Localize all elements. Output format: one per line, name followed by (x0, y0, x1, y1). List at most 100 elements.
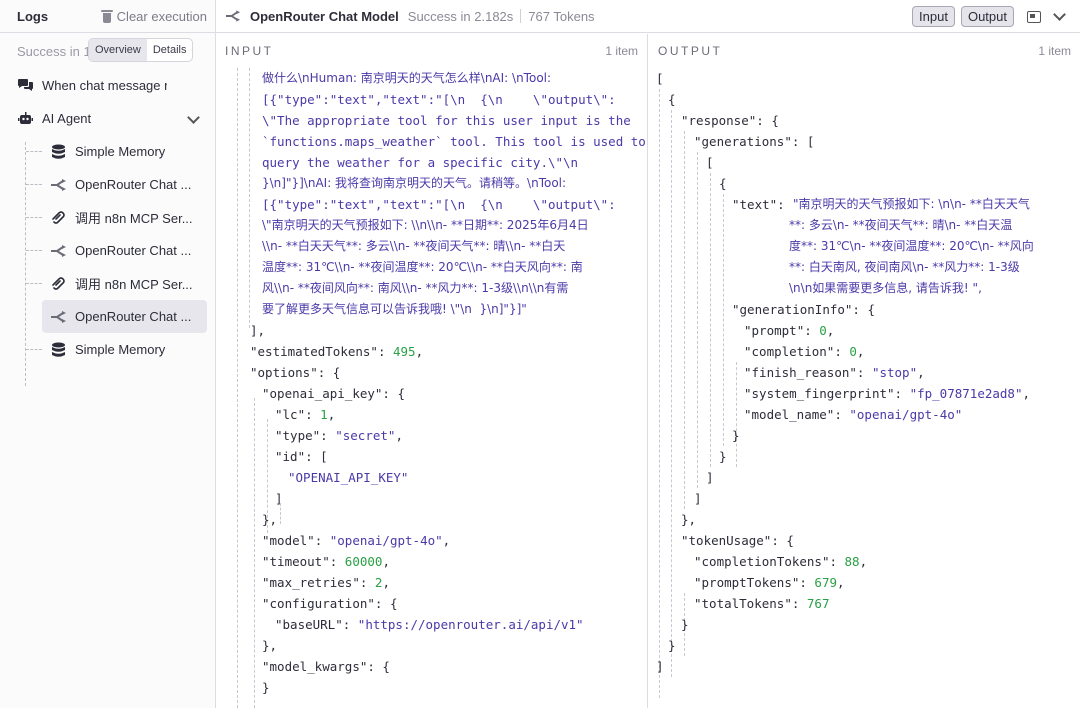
openrouter-icon (225, 8, 241, 24)
clear-execution-button[interactable]: Clear execution (100, 8, 207, 24)
open-panel-icon[interactable] (1027, 10, 1041, 23)
input-toggle-button[interactable]: Input (912, 6, 955, 27)
tree-item-chat-trigger[interactable]: When chat message rec... (0, 69, 215, 102)
json-row-finish-reason: "finish_reason": "stop", (744, 365, 925, 380)
json-number: 495 (393, 344, 416, 359)
tree-item-simple-memory[interactable]: Simple Memory (0, 135, 215, 168)
json-string: openai/gpt-4o (337, 533, 436, 548)
indent-guide (254, 398, 255, 708)
json-row-id: "id": [ (275, 449, 328, 464)
json-bracket: } (732, 428, 740, 443)
tree-branch (26, 283, 42, 284)
json-key: type (282, 428, 313, 443)
node-title: OpenRouter Chat Model (250, 8, 399, 24)
json-string-line: `functions.maps_weather` tool. This tool… (262, 134, 646, 149)
json-string-line: 温度**: 31℃\\n- **夜间温度**: 20℃\\n- **白天风向**… (262, 260, 583, 274)
json-number: 0 (819, 323, 827, 338)
tree-item-label: 调用 n8n MCP Ser... (75, 211, 193, 226)
json-row-model-kwargs: "model_kwargs": { (262, 659, 390, 674)
json-key: completionTokens (701, 554, 822, 569)
json-bracket: }, (681, 512, 697, 527)
json-row-options: "options": { (250, 365, 341, 380)
json-row-baseurl: "baseURL": "https://openrouter.ai/api/v1… (275, 617, 584, 632)
input-panel-title: INPUT (225, 44, 274, 58)
token-count: 767 Tokens (528, 8, 595, 24)
tree-item-mcp-1[interactable]: 调用 n8n MCP Ser... (0, 201, 215, 234)
json-string-line: **: 多云\n- **夜间天气**: 晴\n- **白天温 (789, 218, 1013, 232)
input-json-view[interactable]: 做什么\nHuman: 南京明天的天气怎么样\nAI: \nTool: [{"t… (216, 68, 647, 708)
json-key: timeout (269, 554, 323, 569)
json-key: options (257, 365, 311, 380)
output-json-view[interactable]: [ { "response": { "generations": [ [ { "… (649, 68, 1080, 708)
indent-guide (736, 362, 737, 467)
tree-item-openrouter-3-selected[interactable]: OpenRouter Chat ... (42, 300, 207, 333)
json-row-prompt: "prompt": 0, (744, 323, 835, 338)
tree-item-simple-memory-2[interactable]: Simple Memory (0, 333, 215, 366)
indent-guide (723, 194, 724, 446)
json-key: response (688, 113, 749, 128)
json-bracket: { (668, 92, 676, 107)
details-tab[interactable]: Details (152, 44, 187, 56)
output-panel: OUTPUT 1 item [ { "response": { "generat… (649, 34, 1080, 708)
json-bracket: ] (275, 491, 283, 506)
indent-guide (684, 131, 685, 509)
json-bracket: ] (656, 659, 664, 674)
chat-bubbles-icon (17, 77, 34, 94)
json-key: finish_reason (751, 365, 850, 380)
chevron-down-icon[interactable] (1053, 8, 1066, 21)
chevron-down-icon[interactable] (187, 111, 200, 124)
json-row-fingerprint: "system_fingerprint": "fp_07871e2ad8", (744, 386, 1031, 401)
json-row-response: "response": { (681, 113, 779, 128)
json-key: configuration (269, 596, 368, 611)
json-row-generation-info: "generationInfo": { (732, 302, 875, 317)
input-panel-header: INPUT 1 item (216, 34, 647, 68)
output-panel-header: OUTPUT 1 item (649, 34, 1080, 68)
tree-item-label: Simple Memory (75, 144, 166, 159)
json-row-token-usage: "tokenUsage": { (681, 533, 794, 548)
json-bracket: } (668, 638, 676, 653)
tree-guide-line (25, 142, 26, 386)
clear-execution-label: Clear execution (116, 8, 207, 24)
openrouter-icon (50, 242, 67, 259)
json-bracket: [ (656, 71, 664, 86)
tree-item-mcp-2[interactable]: 调用 n8n MCP Ser... (0, 267, 215, 300)
json-key: generations (701, 134, 785, 149)
openrouter-icon (50, 176, 67, 193)
json-row-model-name: "model_name": "openai/gpt-4o" (744, 407, 963, 422)
json-number: 0 (849, 344, 857, 359)
json-key: model_kwargs (269, 659, 360, 674)
tree-item-ai-agent[interactable]: AI Agent (0, 102, 215, 135)
indent-guide (249, 68, 250, 328)
output-item-count: 1 item (1038, 44, 1071, 58)
indent-guide (659, 89, 660, 698)
tree-item-openrouter-2[interactable]: OpenRouter Chat ... (0, 234, 215, 267)
indent-guide (697, 152, 698, 488)
json-number: 88 (844, 554, 860, 569)
json-bracket: } (262, 680, 270, 695)
json-string-line: [{"type":"text","text":"[\n {\n \"output… (262, 197, 616, 212)
json-key: prompt (751, 323, 797, 338)
mcp-icon (50, 209, 67, 226)
overview-tab[interactable]: Overview (89, 39, 147, 61)
tree-item-label: OpenRouter Chat ... (75, 309, 192, 324)
json-bracket: ] (706, 470, 714, 485)
tree-item-openrouter-1[interactable]: OpenRouter Chat ... (0, 168, 215, 201)
json-string-line: query the weather for a specific city.\"… (262, 155, 579, 170)
output-toggle-button[interactable]: Output (960, 6, 1014, 27)
tree-branch (26, 217, 42, 218)
json-row-model: "model": "openai/gpt-4o", (262, 533, 451, 548)
database-icon (50, 143, 67, 160)
json-key: text (739, 197, 770, 212)
execution-status-row: Success in 1 Overview Details (0, 33, 215, 69)
json-string-line: 风\\n- **夜间风向**: 南风\\n- **风力**: 1-3级\\n\\… (262, 281, 569, 295)
json-key: estimatedTokens (257, 344, 371, 359)
json-string-line: \"南京明天的天气预报如下: \\n\\n- **日期**: 2025年6月4日 (262, 218, 589, 232)
json-key: model_name (751, 407, 827, 422)
json-string-line: }\n]"}]\nAI: 我将查询南京明天的天气。请稍等。\nTool: (262, 176, 567, 190)
tree-branch (26, 250, 42, 251)
json-key: system_fingerprint (751, 386, 887, 401)
json-string-line: 做什么\nHuman: 南京明天的天气怎么样\nAI: \nTool: (262, 71, 552, 85)
json-string-line: \n\n如果需要更多信息, 请告诉我! ", (789, 281, 982, 295)
json-bracket: [ (706, 155, 714, 170)
json-string: fp_07871e2ad8 (917, 386, 1015, 401)
